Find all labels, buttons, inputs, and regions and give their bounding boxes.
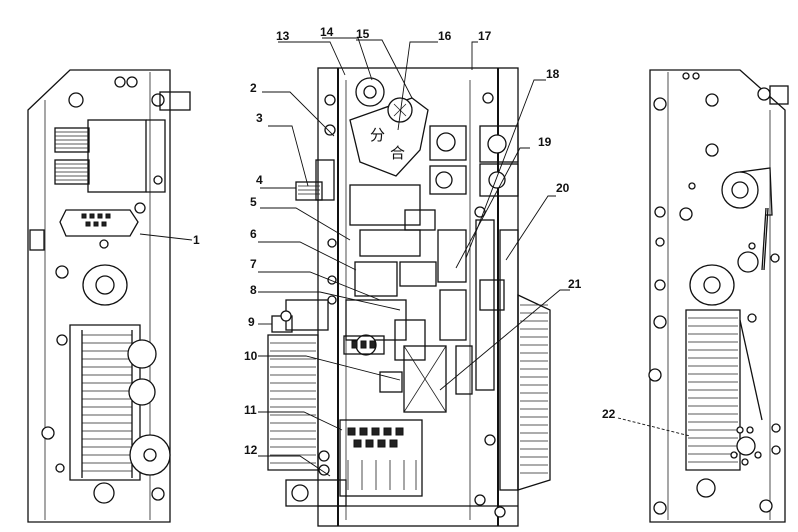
callout-2: 2	[250, 81, 257, 95]
callout-14: 14	[320, 25, 334, 39]
callout-3: 3	[256, 111, 263, 125]
right-spring-coils	[688, 317, 738, 463]
left-spring-coils	[81, 330, 133, 478]
callout-18: 18	[546, 67, 560, 81]
callout-labels: 1 2 3 4 5 6 7 8 9 10 11 12 13 14 15 16 1…	[193, 25, 616, 457]
callout-4: 4	[256, 173, 263, 187]
callout-22: 22	[602, 407, 616, 421]
callout-19: 19	[538, 135, 552, 149]
callout-16: 16	[438, 29, 452, 43]
front-right-spring	[517, 293, 551, 491]
callout-10: 10	[244, 349, 258, 363]
close-label: 合	[390, 144, 405, 162]
callout-1: 1	[193, 233, 200, 247]
front-view: 分 合	[267, 67, 551, 527]
callout-8: 8	[250, 283, 257, 297]
callout-17: 17	[478, 29, 492, 43]
callout-leaders	[258, 37, 691, 477]
right-side-view	[648, 69, 789, 523]
callout-12: 12	[244, 443, 258, 457]
open-label: 分	[370, 126, 385, 144]
callout-15: 15	[356, 27, 370, 41]
callout-6: 6	[250, 227, 257, 241]
callout-21: 21	[568, 277, 582, 291]
callout-13: 13	[276, 29, 290, 43]
front-left-spring	[267, 334, 319, 471]
callout-7: 7	[250, 257, 257, 271]
callout-9: 9	[248, 315, 255, 329]
callout-5: 5	[250, 195, 257, 209]
left-side-view	[27, 69, 193, 523]
callout-20: 20	[556, 181, 570, 195]
callout-11: 11	[244, 403, 257, 417]
